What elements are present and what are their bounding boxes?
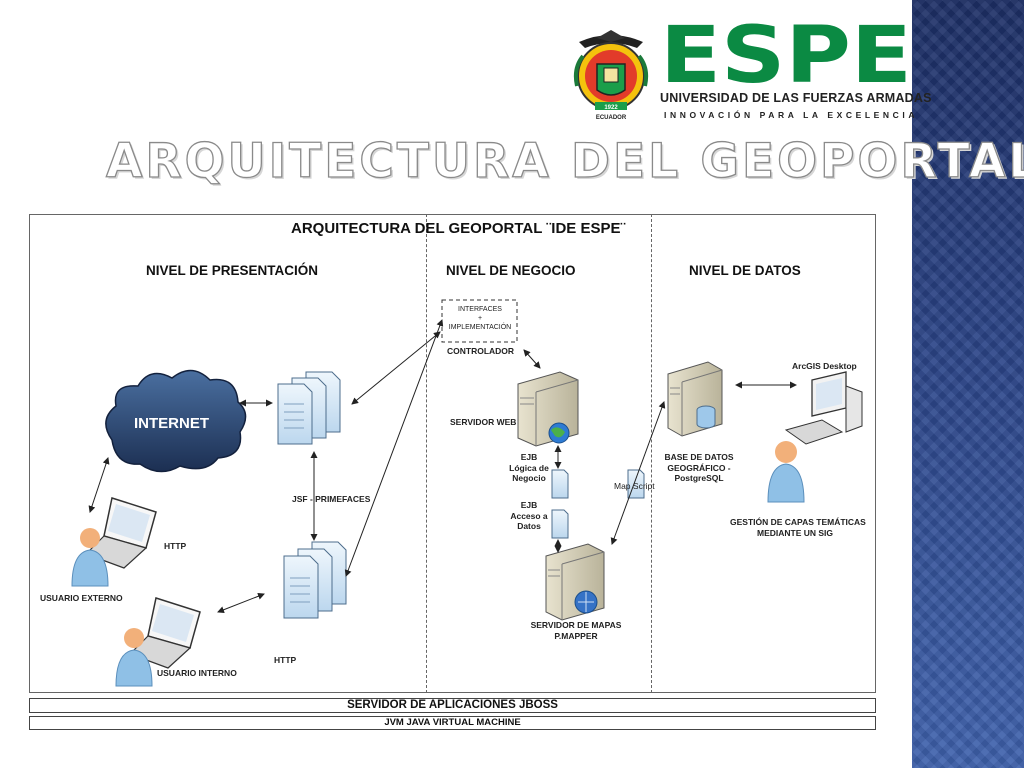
internal-user-label: USUARIO INTERNO xyxy=(157,668,237,678)
map-server-icon xyxy=(545,543,605,621)
database-line-3: PostgreSQL xyxy=(674,473,724,484)
database-label: BASE DE DATOS GEOGRÁFICO - PostgreSQL xyxy=(664,452,734,484)
connectors xyxy=(88,319,797,614)
jsf-primefaces-label: JSF - PRIMEFACES xyxy=(292,494,371,504)
web-server-icon xyxy=(517,371,579,447)
interfaces-line-1: INTERFACES xyxy=(458,306,502,313)
controller-label: CONTROLADOR xyxy=(447,346,515,356)
interfaces-line-3: IMPLEMENTACIÓN xyxy=(448,323,512,331)
slide-title: ARQUITECTURA DEL GEOPORTAL xyxy=(105,133,1024,189)
external-user-laptop-icon xyxy=(71,497,157,587)
ejb-logic-doc-icon xyxy=(551,469,569,499)
column-header-data: NIVEL DE DATOS xyxy=(689,263,801,278)
internet-cloud-icon xyxy=(105,369,247,473)
internal-user-laptop-icon xyxy=(115,597,201,687)
pages-bottom-icon xyxy=(283,541,347,619)
internet-label: INTERNET xyxy=(134,415,209,432)
column-header-business: NIVEL DE NEGOCIO xyxy=(446,263,576,278)
side-band xyxy=(912,0,1024,768)
map-server-line-2: P.MAPPER xyxy=(554,630,598,641)
ejb-logic-line-1: EJB xyxy=(520,452,538,462)
arcgis-desktop-label: ArcGIS Desktop xyxy=(792,361,857,371)
seal-year: 1922 xyxy=(604,105,618,111)
ejb-logic-line-2: Lógica de xyxy=(509,462,549,473)
gis-line-2: MEDIANTE UN SIG xyxy=(756,527,834,538)
university-name: UNIVERSIDAD DE LAS FUERZAS ARMADAS xyxy=(660,91,932,105)
web-server-label: SERVIDOR WEB xyxy=(450,417,517,427)
ejb-access-line-2: Acceso a xyxy=(510,510,548,521)
map-server-line-1: SERVIDOR DE MAPAS xyxy=(530,620,622,630)
ejb-access-doc-icon xyxy=(551,509,569,539)
http-bottom-label: HTTP xyxy=(274,655,297,665)
database-server-icon xyxy=(667,361,723,437)
http-top-label: HTTP xyxy=(164,541,187,551)
pages-top-icon xyxy=(277,371,341,445)
interfaces-line-2: + xyxy=(477,314,483,322)
database-line-2: GEOGRÁFICO - xyxy=(667,462,731,473)
espe-wordmark: ESPE xyxy=(660,22,912,88)
column-header-presentation: NIVEL DE PRESENTACIÓN xyxy=(146,263,319,278)
ejb-logic-label: EJB Lógica de Negocio xyxy=(508,452,550,484)
interfaces-label: INTERFACES + IMPLEMENTACIÓN xyxy=(443,306,517,332)
map-server-label: SERVIDOR DE MAPAS P.MAPPER xyxy=(528,620,624,641)
gis-line-1: GESTIÓN DE CAPAS TEMÁTICAS xyxy=(730,517,866,527)
jvm-bar: JVM JAVA VIRTUAL MACHINE xyxy=(29,716,876,730)
diagram-title: ARQUITECTURA DEL GEOPORTAL ¨IDE ESPE¨ xyxy=(291,220,626,237)
ejb-access-label: EJB Acceso a Datos xyxy=(508,500,550,532)
ejb-access-line-1: EJB xyxy=(520,500,538,510)
gis-user-icon xyxy=(767,441,805,503)
wordmark-text: ESPE xyxy=(660,22,912,88)
arcgis-desktop-computer-icon xyxy=(784,371,863,445)
ejb-access-line-3: Datos xyxy=(517,521,541,532)
external-user-label: USUARIO EXTERNO xyxy=(40,593,123,603)
map-script-label: Map Script xyxy=(614,481,655,491)
architecture-diagram xyxy=(29,214,876,693)
university-motto: INNOVACIÓN PARA LA EXCELENCIA xyxy=(664,110,919,120)
seal-country: ECUADOR xyxy=(596,115,627,121)
gis-management-label: GESTIÓN DE CAPAS TEMÁTICAS MEDIANTE UN S… xyxy=(730,517,866,538)
app-server-bar: SERVIDOR DE APLICACIONES JBOSS xyxy=(29,698,876,713)
database-line-1: BASE DE DATOS xyxy=(664,452,734,462)
ejb-logic-line-3: Negocio xyxy=(512,473,546,484)
espe-seal-icon: 1922 ECUADOR xyxy=(573,30,649,121)
